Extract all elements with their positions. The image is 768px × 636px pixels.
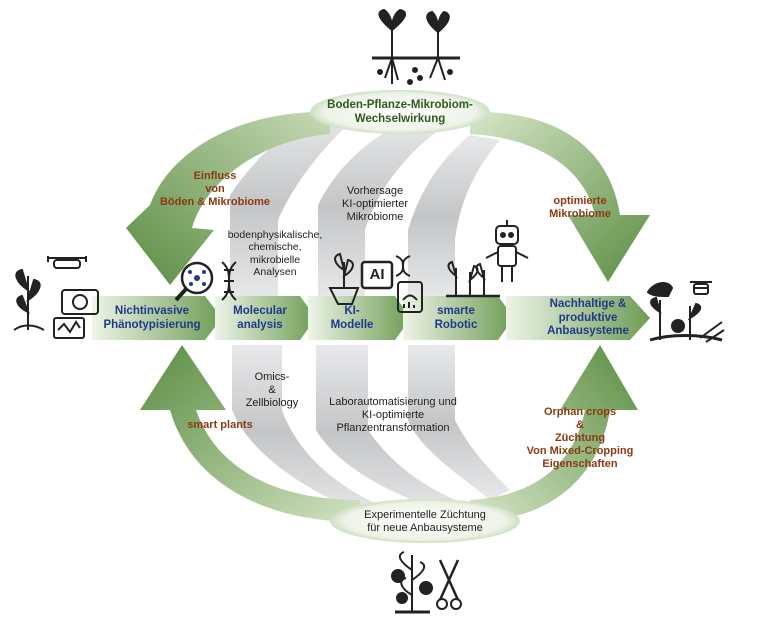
band-label-omics: Omics- & Zellbiology	[245, 371, 299, 409]
tablet-chart-icon	[397, 281, 423, 313]
band-label-soil-physics: bodenphysikalische, chemische, mikrobiel…	[227, 229, 323, 279]
arc-upper-left	[126, 111, 330, 286]
ai-chip-icon	[360, 260, 394, 290]
band-label-lab-automation: Laborautomatisierung und KI-optimierte P…	[329, 396, 457, 434]
gray-bands	[230, 110, 510, 520]
stage-arrows	[92, 296, 650, 340]
bottom-hub	[330, 499, 520, 543]
stage-label-robotic: smarte Robotic	[434, 305, 478, 331]
sustainable-farm-icon	[646, 281, 725, 343]
lower-left-arc-label: smart plants	[187, 419, 253, 431]
arc-upper-right	[470, 111, 650, 282]
upper-left-arc-label: Einfluss von Böden & Mikrobiome	[159, 170, 270, 208]
top-hub	[310, 90, 490, 134]
bottom-hub-label: Experimentelle Züchtung für neue Anbausy…	[364, 509, 486, 534]
stage-label-phenotyping: Nichtinvasive Phänotypisierung	[103, 305, 201, 331]
dna-icon	[221, 261, 237, 301]
green-arcs	[126, 111, 650, 522]
stage-label-sustainable: Nachhaltige & produktive Anbausysteme	[547, 298, 629, 338]
robot-with-plants-icon	[446, 220, 529, 298]
band-label-microbiome-prediction: Vorhersage KI-optimierter Mikrobiome	[341, 185, 409, 223]
plants-with-roots-icon	[372, 8, 460, 85]
stage-arrow-2	[215, 296, 316, 340]
phenotyping-drone-camera-icon	[13, 256, 99, 339]
magnifier-network-icon	[174, 261, 214, 302]
stage-arrow-3	[308, 296, 411, 340]
arc-lower-left	[140, 345, 360, 522]
stage-arrow-4	[403, 296, 514, 340]
stage-label-ki-models: KI- Modelle	[330, 305, 374, 331]
tomato-plant-with-scissors-icon	[391, 551, 462, 614]
stage-label-molecular: Molecular analysis	[233, 305, 287, 331]
top-hub-label: Boden-Pflanze-Mikrobiom- Wechselwirkung	[327, 99, 473, 125]
ai-badge-text: AI	[369, 266, 385, 283]
upper-right-arc-label: optimierte Mikrobiome	[549, 195, 611, 220]
potted-plant-icon	[328, 252, 360, 305]
arc-lower-right	[470, 345, 638, 522]
dna-icon-2	[395, 255, 411, 277]
stage-arrow-5	[506, 296, 650, 340]
stage-arrow-1	[92, 296, 222, 340]
lower-right-arc-label: Orphan crops & Züchtung Von Mixed-Croppi…	[526, 406, 634, 470]
